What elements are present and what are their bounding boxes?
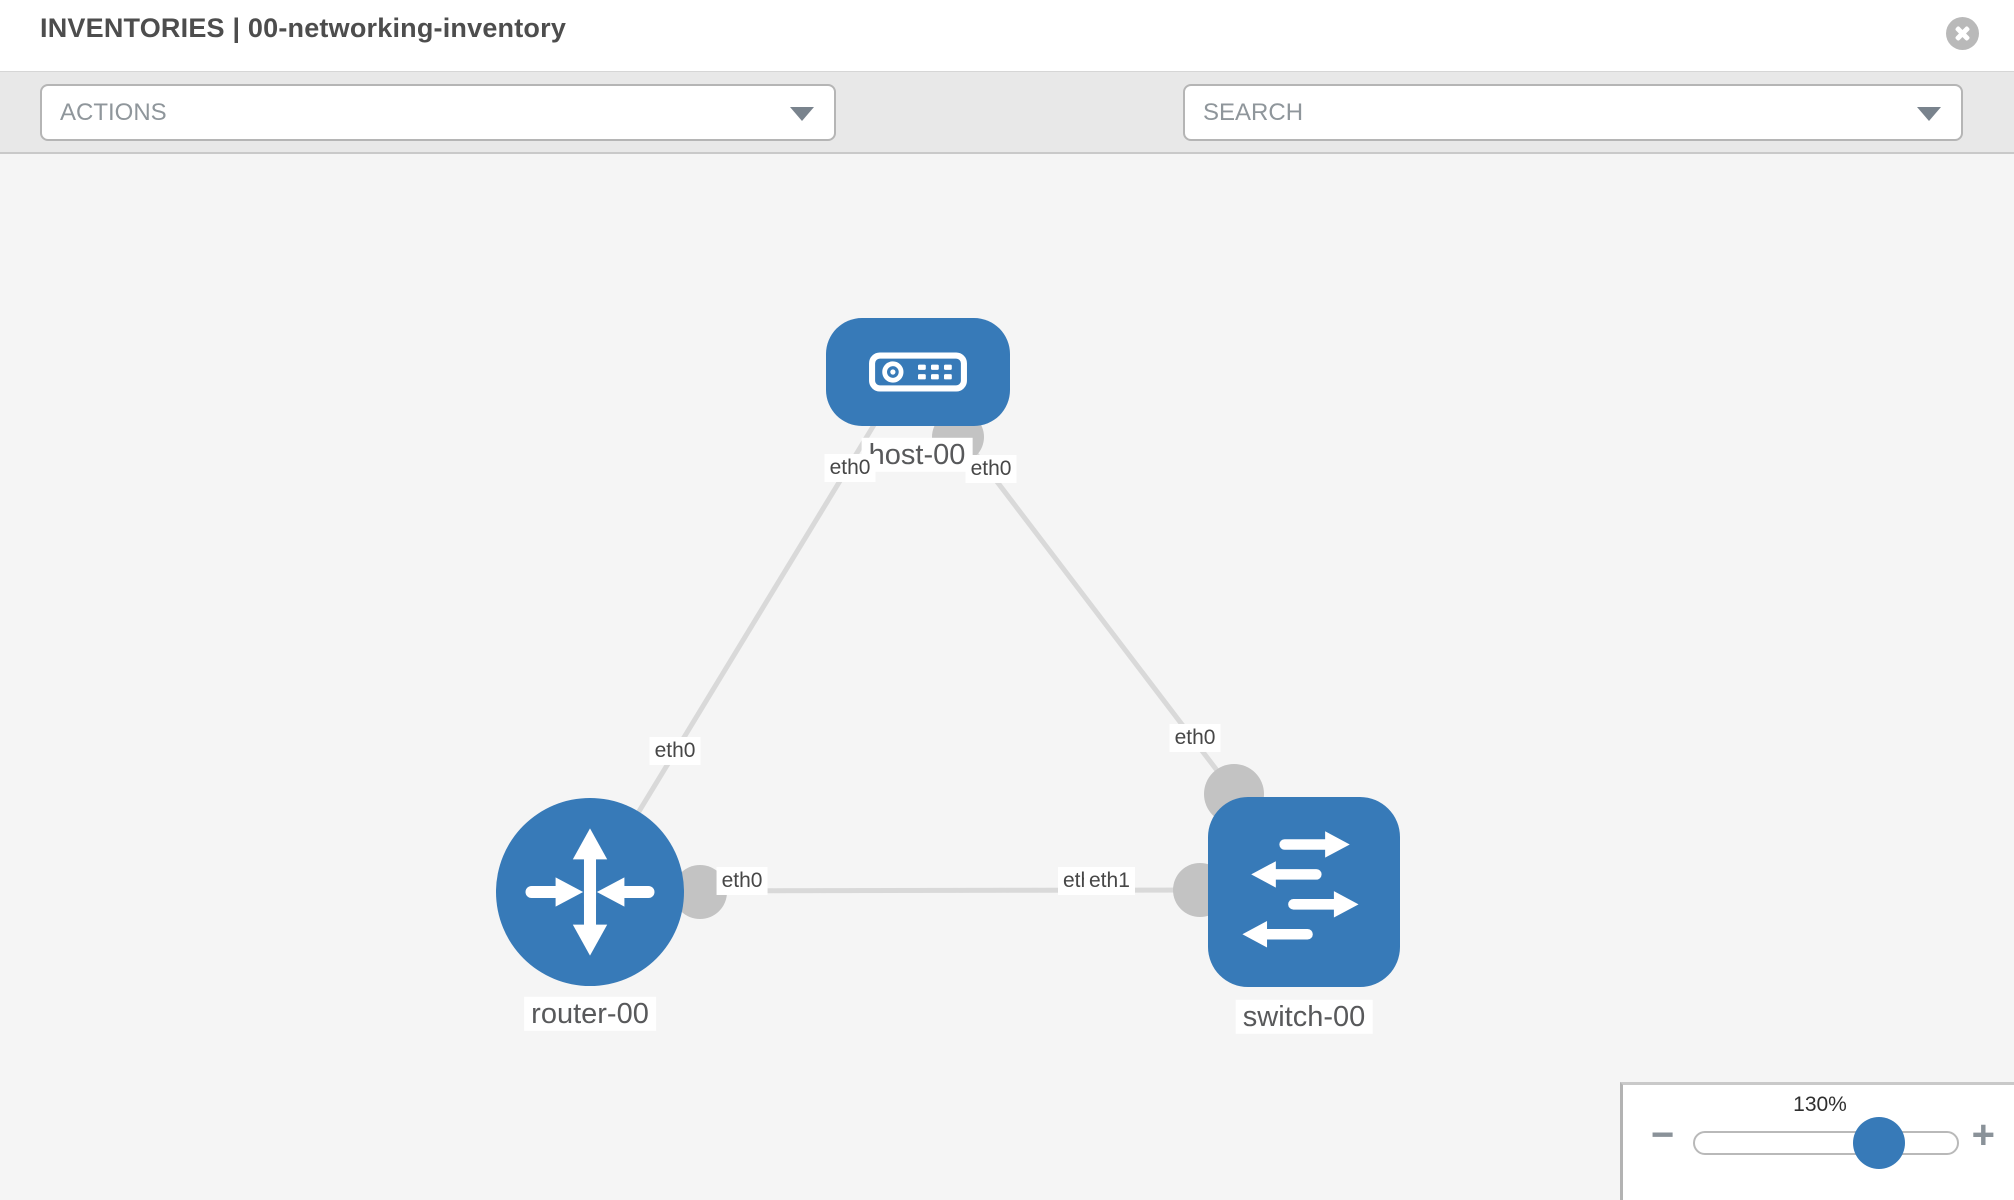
interface-label-link-switch-eth1-over: eth1 [1084, 867, 1135, 896]
actions-dropdown[interactable]: ACTIONS [40, 84, 836, 141]
close-icon[interactable] [1946, 17, 1979, 50]
node-label-host: host-00 [861, 437, 973, 473]
zoom-in-button[interactable]: + [1971, 1113, 1995, 1157]
actions-dropdown-label: ACTIONS [60, 98, 167, 126]
zoom-slider-thumb[interactable] [1853, 1117, 1905, 1169]
interface-label-host-eth0-right: eth0 [965, 454, 1017, 484]
interface-label-link-router-eth0: eth0 [716, 866, 768, 896]
zoom-panel: 130% − + [1620, 1082, 2014, 1200]
zoom-slider-track[interactable] [1693, 1117, 1959, 1169]
zoom-level-value: 130% [1793, 1093, 1847, 1116]
chevron-down-icon [790, 106, 814, 121]
node-label-switch: switch-00 [1235, 999, 1373, 1035]
toolbar: ACTIONS SEARCH [0, 72, 2014, 209]
router-icon [525, 828, 655, 956]
search-dropdown[interactable]: SEARCH [1183, 84, 1963, 141]
node-router-00[interactable] [496, 798, 684, 986]
chevron-down-icon [1917, 106, 1941, 121]
host-icon [869, 352, 967, 392]
node-host-00[interactable] [826, 318, 1010, 426]
switch-icon [1242, 831, 1359, 948]
interface-label-host-eth0-left: eth0 [824, 453, 876, 483]
zoom-out-button[interactable]: − [1651, 1113, 1675, 1157]
topology-edges [587, 411, 1264, 919]
header: INVENTORIES | 00-networking-inventory [0, 0, 2014, 72]
search-dropdown-label: SEARCH [1203, 98, 1304, 126]
node-switch-00[interactable] [1208, 797, 1400, 987]
interface-label-router-top-eth0: eth0 [649, 736, 701, 766]
interface-label-switch-top-eth0: eth0 [1169, 723, 1221, 753]
node-label-router: router-00 [524, 996, 656, 1032]
topology-canvas[interactable]: host-00 eth0 eth0 eth0 eth0 eth0 eth0 et… [0, 154, 2014, 1200]
page-title: INVENTORIES | 00-networking-inventory [40, 13, 567, 43]
